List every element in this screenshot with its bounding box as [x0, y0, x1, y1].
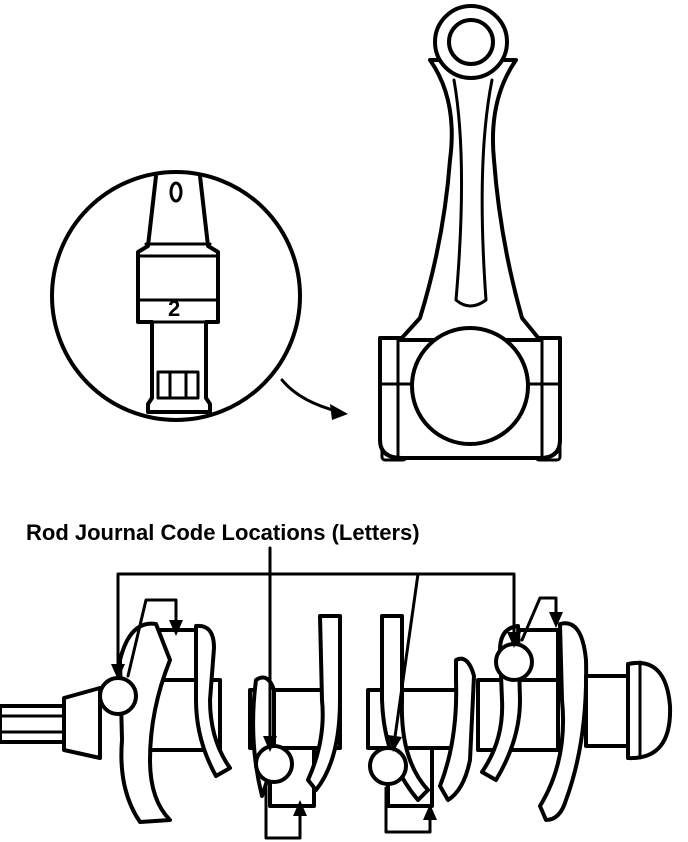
journal-code-location-1 [98, 676, 138, 716]
rod-code-detail-view: 2 [50, 170, 348, 422]
journal-code-location-3 [368, 746, 408, 786]
code-location-leaders [111, 546, 563, 840]
connecting-rod [378, 4, 562, 462]
journal-code-location-2 [254, 744, 294, 784]
crankshaft [0, 614, 673, 824]
journal-code-location-4 [494, 642, 534, 682]
rod-code-number: 2 [168, 296, 180, 321]
detail-leader-arrowhead [330, 404, 348, 420]
diagram-caption: Rod Journal Code Locations (Letters) [26, 520, 420, 545]
